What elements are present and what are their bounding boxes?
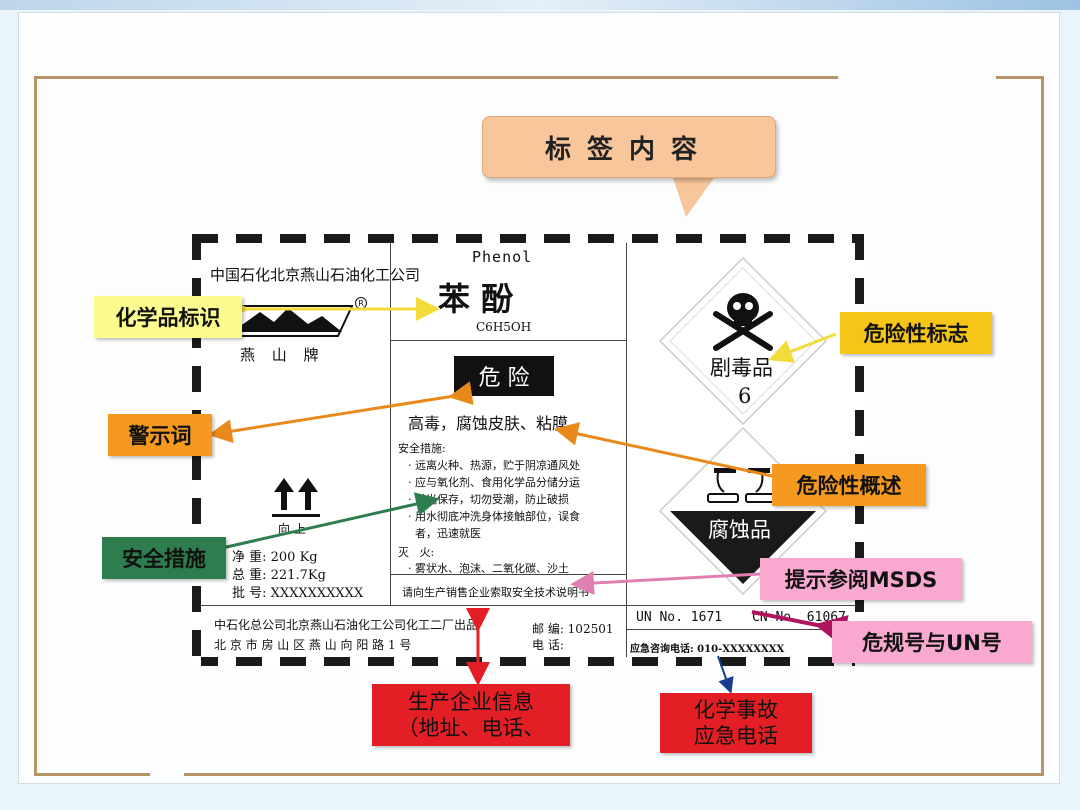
un-number: UN No. 1671: [636, 610, 723, 625]
callout-hazard-sign: 危险性标志: [840, 312, 992, 354]
callout-emergency: 化学事故 应急电话: [660, 693, 812, 753]
title-bubble-tail: [672, 175, 716, 217]
net-weight: 净 重: 200 Kg: [232, 550, 318, 565]
diamond1-text: 剧毒品: [710, 356, 773, 380]
callout-producer: 生产企业信息 （地址、电话、: [372, 684, 570, 746]
frame-top-left: [34, 76, 838, 79]
label-border-right: [855, 234, 864, 666]
title-bubble: 标签内容: [482, 116, 776, 178]
fire-title: 灭 火:: [398, 546, 435, 559]
safety-title: 安全措施:: [398, 442, 446, 455]
up-label: 向 上: [278, 522, 306, 536]
safety-item-4: · 用水彻底冲洗身体接触部位，误食: [408, 510, 580, 523]
divider-h4: [626, 629, 855, 630]
top-gradient-bar: [0, 0, 1080, 10]
up-arrows-icon: [272, 478, 320, 517]
callout-safety: 安全措施: [102, 537, 226, 579]
svg-text:R: R: [358, 299, 364, 308]
signal-word: 危 险: [454, 356, 554, 396]
msds-note: 请向生产销售企业索取安全技术说明书: [402, 586, 589, 599]
chemical-label: 中国石化北京燕山石油化工公司 R 燕 山 牌 向 上 净 重: 200 Kg 总…: [192, 234, 864, 666]
english-name: Phenol: [472, 248, 533, 266]
postcode: 邮 编: 102501: [532, 622, 614, 636]
safety-item-5: 者，迅速就医: [408, 527, 481, 540]
registered-mark-icon: R: [355, 297, 367, 309]
fire-item: · 雾状水、泡沫、二氧化碳、沙土: [408, 562, 569, 575]
divider-h1: [390, 340, 626, 341]
frame-right: [1041, 76, 1044, 776]
producer-line2: 北 京 市 房 山 区 燕 山 向 阳 路 1 号: [214, 638, 412, 652]
divider-v1: [390, 243, 391, 605]
callout-hazard-summary: 危险性概述: [772, 464, 926, 506]
hazard-diamonds: [658, 256, 828, 596]
diamond2-text: 腐蚀品: [708, 518, 771, 542]
frame-bottom-right: [184, 773, 1044, 776]
callout-signal-word: 警示词: [108, 414, 212, 456]
callout-un-number: 危规号与UN号: [832, 621, 1032, 663]
hazard-summary: 高毒，腐蚀皮肤、粘膜: [408, 414, 569, 433]
safety-item-2: · 应与氧化剂、食用化学品分储分运: [408, 476, 580, 489]
skull-crossbones-icon: [713, 293, 773, 351]
label-border-bottom: [192, 657, 864, 666]
callout-chem-id: 化学品标识: [94, 296, 242, 338]
divider-h2: [390, 574, 626, 575]
brand-name: 燕 山 牌: [240, 346, 325, 364]
phone: 电 话:: [532, 638, 564, 652]
gross-weight: 总 重: 221.7Kg: [232, 568, 326, 583]
producer-line1: 中石化总公司北京燕山石油化工公司化工二厂出品: [214, 618, 479, 632]
divider-h3: [201, 605, 855, 606]
callout-msds: 提示参阅MSDS: [760, 558, 962, 600]
batch-number: 批 号: XXXXXXXXXX: [232, 586, 364, 601]
frame-top-right: [996, 76, 1044, 79]
company-name: 中国石化北京燕山石油化工公司: [210, 266, 421, 284]
frame-bottom-left: [34, 773, 150, 776]
safety-item-1: · 远离火种、热源，贮于阴凉通风处: [408, 459, 580, 472]
chemical-formula: C6H5OH: [476, 320, 532, 334]
divider-v3: [626, 605, 627, 657]
frame-left: [34, 76, 37, 776]
diamond1-class: 6: [738, 384, 752, 408]
chinese-name: 苯 酚: [438, 280, 514, 318]
emergency-phone: 应急咨询电话: 010-XXXXXXXX: [630, 644, 785, 655]
divider-v2: [626, 243, 627, 605]
label-border-top: [192, 234, 864, 243]
safety-item-3: · 避光保存，切勿受潮，防止破损: [408, 493, 569, 506]
